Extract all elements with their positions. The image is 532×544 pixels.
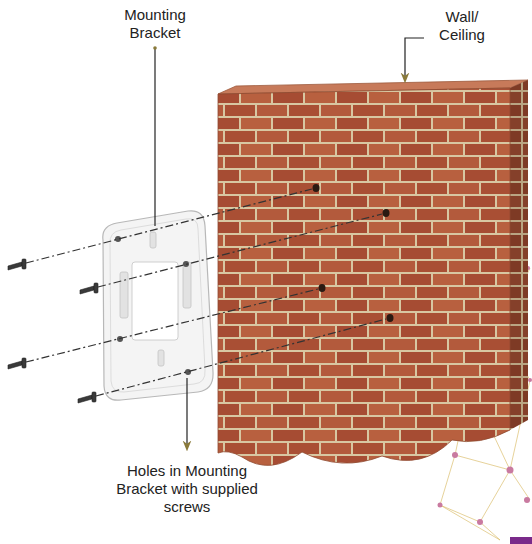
- location-label: Wall/ Ceiling: [431, 8, 493, 44]
- part-label: Mounting Bracket: [110, 6, 200, 42]
- hole-label: Holes in Mounting Bracket with supplied …: [107, 462, 267, 516]
